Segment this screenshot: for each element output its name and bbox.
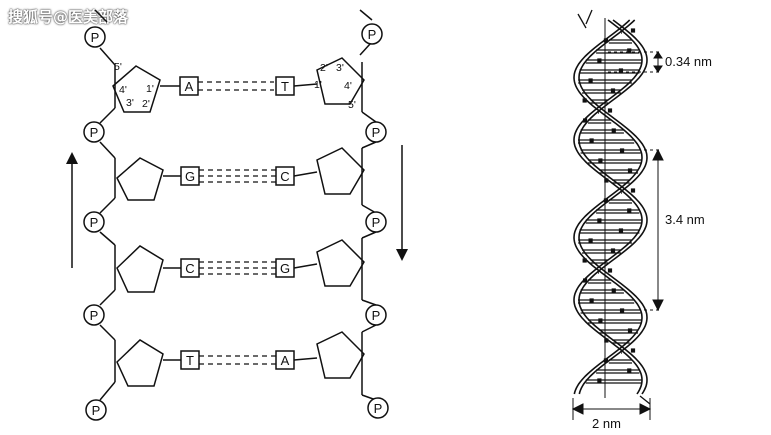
base-label-right-3: G [280, 261, 290, 276]
helix-atom-dot [598, 318, 603, 323]
phosphate-left-1 [84, 26, 106, 48]
hydrogen-bonds [198, 81, 276, 365]
sugar-left-3 [116, 245, 164, 293]
phosphate-label: P [90, 308, 99, 323]
sugar-left-1 [112, 65, 161, 113]
phosphate-label: P [374, 401, 383, 416]
left-sugars [112, 65, 164, 387]
carbon-label: 3' [126, 97, 134, 109]
phosphate-label: P [372, 308, 381, 323]
carbon-labels-left: 5' 4' 1' 3' 2' [114, 61, 154, 110]
phosphate-label: P [91, 30, 100, 45]
helix-atom-dot [627, 208, 632, 213]
carbon-label: 1' [146, 83, 154, 95]
sugar-right-3 [316, 239, 365, 287]
helix-atom-dot [589, 138, 594, 143]
helix-atom-dot [589, 298, 594, 303]
helix-atom-dot [630, 348, 636, 353]
helix-strand-1-outer [573, 19, 643, 395]
phosphate-left-4 [83, 304, 105, 326]
helix-atom-dot [627, 328, 633, 333]
phosphate-right-1 [361, 23, 383, 45]
helix-atom-dot [597, 218, 602, 223]
helix-atom-dot [598, 158, 603, 163]
carbon-label: 4' [119, 84, 127, 96]
helix-base-pair-rungs [578, 28, 642, 384]
helix-atom-dot [607, 268, 613, 273]
helix-atom-dot [588, 78, 593, 83]
helix-strand-2-outer [573, 19, 643, 395]
glycosidic-bonds [160, 83, 318, 361]
double-helix [573, 9, 651, 405]
carbon-label: 5' [348, 99, 356, 111]
helix-atom-dot [597, 378, 602, 383]
carbon-labels-right: 2' 3' 1' 4' 5' [314, 62, 356, 111]
pitch-label: 3.4 nm [665, 212, 705, 227]
helix-atom-dot [611, 288, 616, 293]
right-sugars [316, 57, 365, 379]
base-label-left-1: A [185, 79, 194, 94]
dimension-labels: 0.34 nm 3.4 nm 2 nm [592, 54, 712, 431]
base-label-right-2: C [280, 169, 289, 184]
helix-strand-2-inner [578, 19, 648, 395]
phosphate-left-2 [83, 121, 105, 143]
sugar-right-4 [316, 331, 365, 379]
dna-ladder-diagram [66, 9, 408, 401]
phosphate-label: P [372, 125, 381, 140]
base-label-left-2: G [185, 169, 195, 184]
carbon-label: 2' [320, 62, 328, 74]
helix-atom-dot [627, 168, 633, 173]
base-label-left-4: T [186, 353, 194, 368]
phosphate-right-5 [367, 397, 389, 419]
phosphate-left-5 [85, 399, 107, 421]
phosphate-groups [83, 23, 389, 421]
base-label-right-1: T [281, 79, 289, 94]
sugar-left-4 [116, 339, 164, 387]
sugar-right-1 [316, 57, 365, 105]
dimension-annotations [571, 51, 664, 420]
sugar-right-2 [316, 147, 365, 195]
phosphate-label: P [90, 215, 99, 230]
carbon-label: 2' [142, 98, 150, 110]
carbon-label: 3' [336, 62, 344, 74]
phosphate-label: P [92, 403, 101, 418]
helix-atom-dot [630, 188, 636, 193]
phosphate-right-2 [365, 121, 387, 143]
base-label-left-3: C [185, 261, 194, 276]
base-labels: A T G C C G T A [185, 79, 290, 368]
right-backbone [359, 9, 377, 401]
helix-atom-dot [607, 108, 613, 113]
helix-strand-ends [577, 9, 651, 405]
helix-atom-dot [611, 128, 616, 133]
carbon-label: 1' [314, 79, 322, 91]
left-backbone [94, 9, 116, 401]
helix-strands [573, 19, 648, 395]
carbon-label: 4' [344, 80, 352, 92]
phosphate-left-3 [83, 211, 105, 233]
carbon-label: 5' [114, 61, 122, 73]
phosphate-label: P [368, 27, 377, 42]
phosphate-labels: P P P P P P P P P P [90, 27, 383, 418]
helix-atom-dot [618, 228, 624, 233]
width-label: 2 nm [592, 416, 621, 431]
sugar-left-2 [116, 157, 164, 201]
phosphate-label: P [90, 125, 99, 140]
helix-atom-dot [610, 248, 616, 253]
helix-atom-dot [588, 238, 593, 243]
phosphate-right-4 [365, 304, 387, 326]
helix-atom-dot [627, 368, 632, 373]
phosphate-label: P [372, 215, 381, 230]
helix-atom-dot [597, 58, 602, 63]
helix-atom-dot [610, 88, 616, 93]
helix-atom-dot [630, 28, 636, 33]
phosphate-right-3 [365, 211, 387, 233]
base-label-right-4: A [281, 353, 290, 368]
helix-atom-dot [627, 48, 632, 53]
rise-label: 0.34 nm [665, 54, 712, 69]
helix-strand-1-inner [578, 19, 648, 395]
base-boxes [179, 76, 295, 370]
